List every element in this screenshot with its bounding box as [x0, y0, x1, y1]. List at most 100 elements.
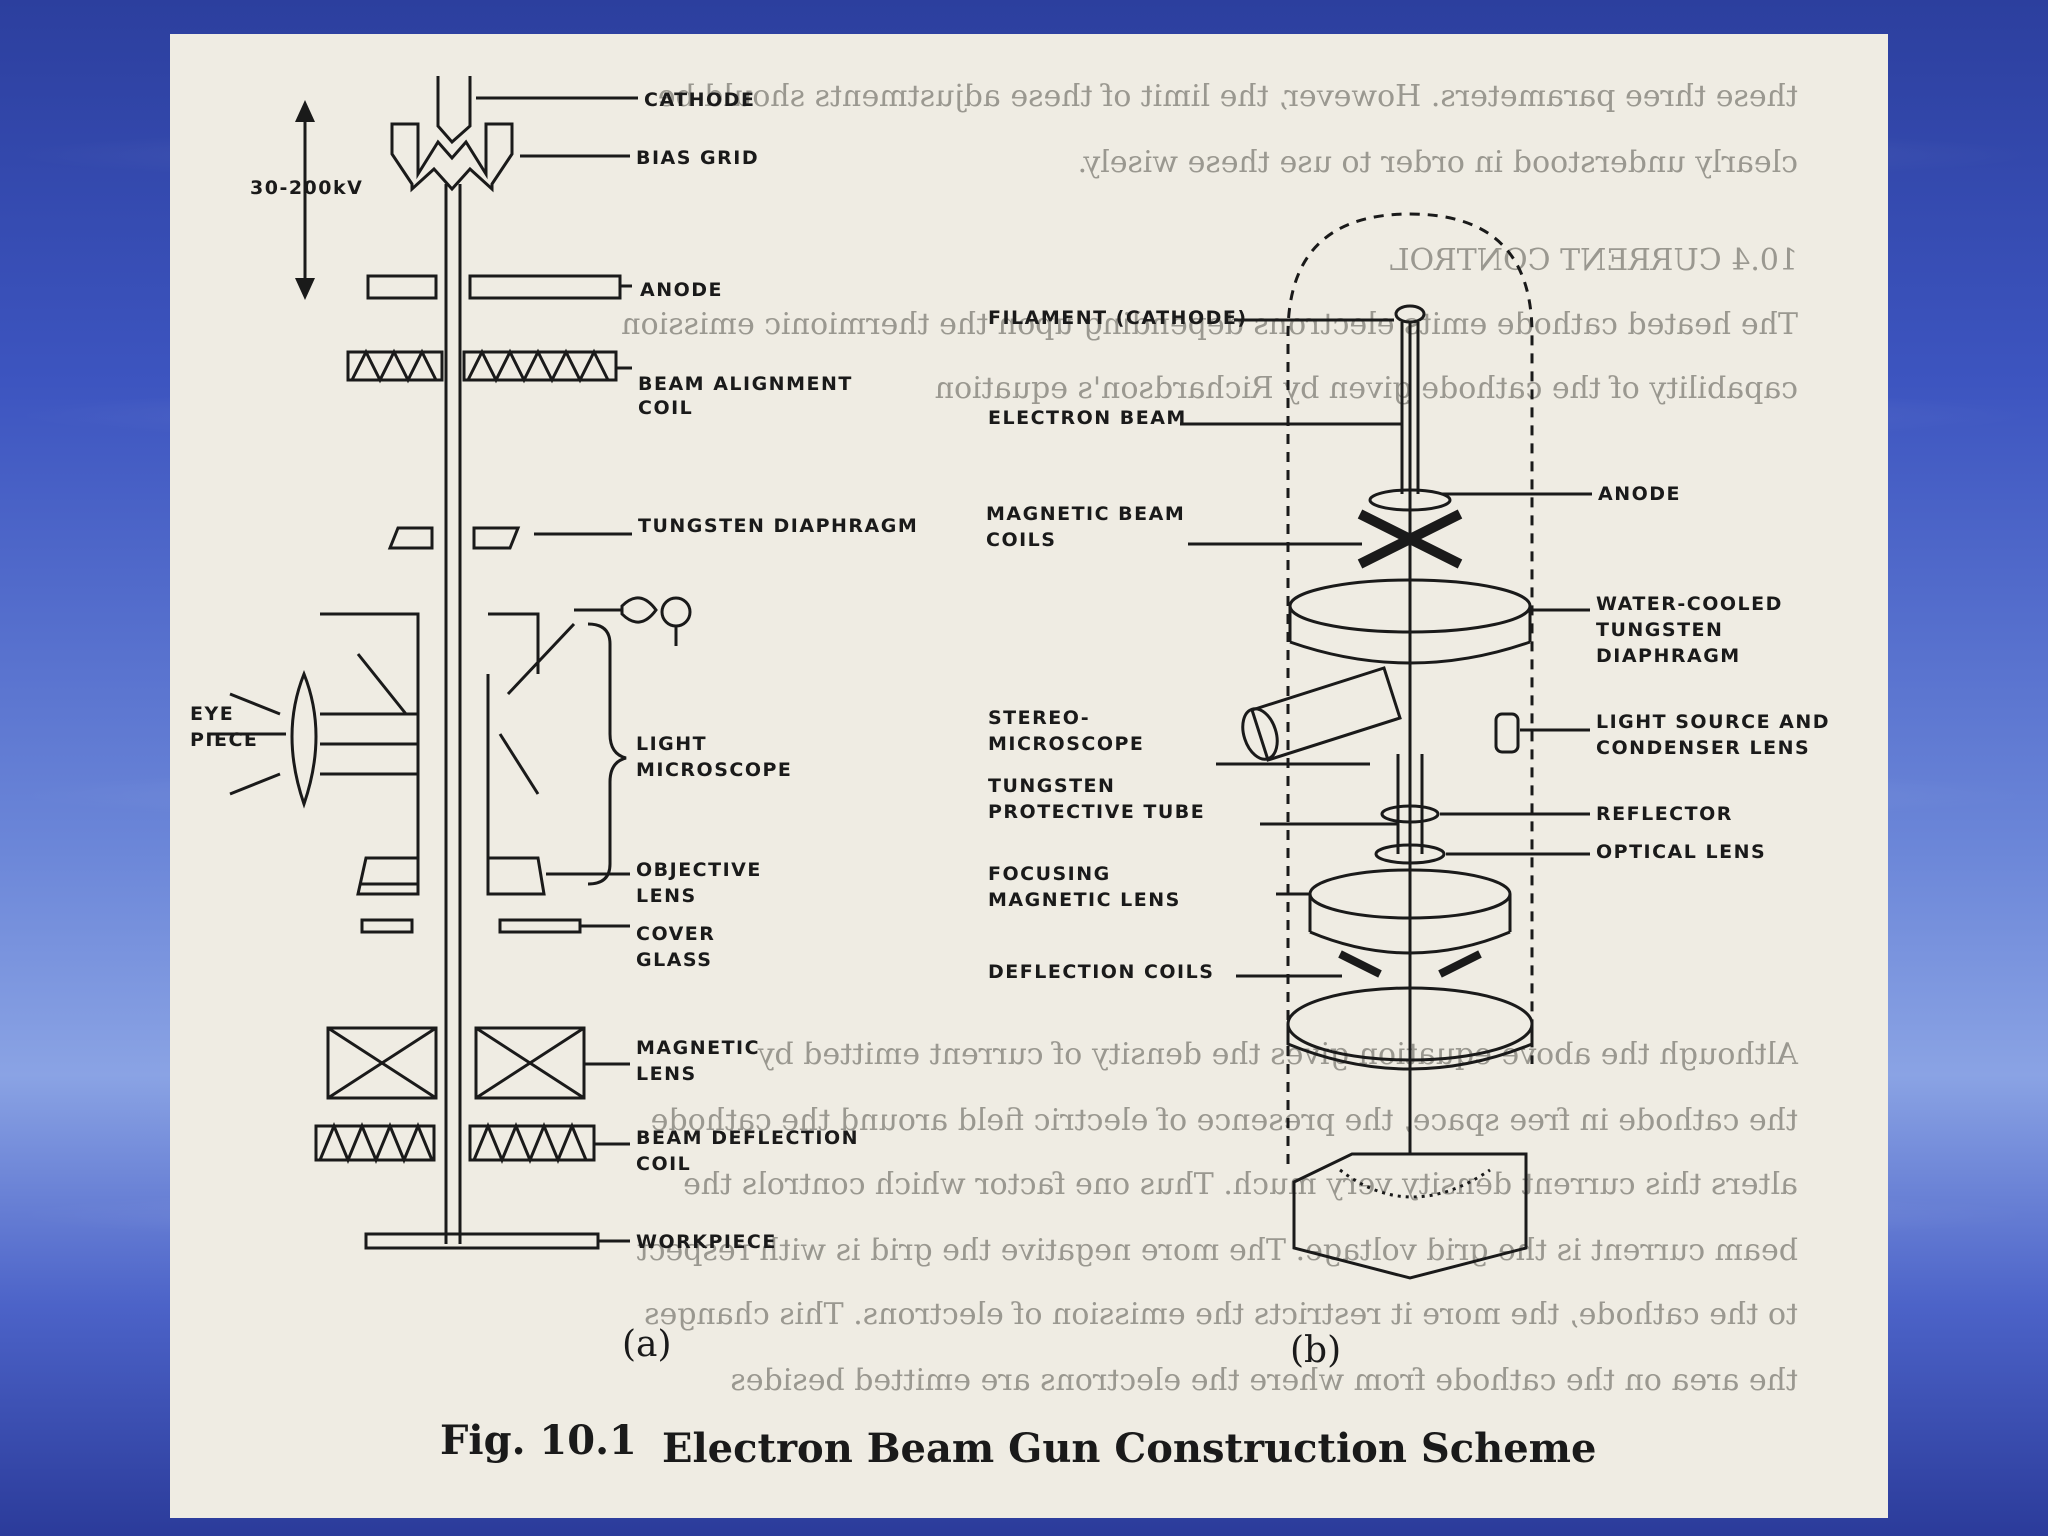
stereo-microscope-label-1: STEREO- [988, 707, 1090, 729]
light-path-upper [506, 622, 576, 696]
deflection-coil-left-winding [318, 1122, 434, 1164]
bleed-line-3: 10.4 CURRENT CONTROL [1390, 243, 1798, 278]
anode-label-b: ANODE [1598, 483, 1681, 505]
stereo-microscope-label-2: MICROSCOPE [988, 733, 1144, 755]
beam-deflection-label-2: COIL [636, 1153, 691, 1175]
tungsten-diaphragm-label: TUNGSTEN DIAPHRAGM [638, 515, 918, 537]
caption-title: Electron Beam Gun Construction Scheme [662, 1425, 1596, 1472]
eyepiece-lens [290, 669, 318, 809]
bleed-line-2: clearly understood in order to use these… [1078, 145, 1798, 180]
focusing-lens-label-1: FOCUSING [988, 863, 1111, 885]
condenser-lens [620, 596, 658, 624]
panel-a-label: (a) [622, 1324, 672, 1365]
figure-panel: these three parameters. However, the lim… [170, 34, 1888, 1518]
light-microscope-label-1: LIGHT [636, 733, 707, 755]
tungsten-diaphragm-left [387, 526, 434, 550]
caption-number: Fig. 10.1 [440, 1417, 637, 1464]
bleed-line-5: capability of the cathode given by Richa… [935, 371, 1798, 406]
cover-glass-label-1: COVER [636, 923, 715, 945]
cover-glass-left [360, 918, 414, 934]
panel-a-leaders [210, 96, 638, 1243]
beam-alignment-label-2: COIL [638, 397, 693, 419]
stereo-microscope-tube [1250, 666, 1402, 762]
eye-piece-label-2: PIECE [190, 729, 258, 751]
magnetic-lens-left [326, 1026, 438, 1100]
workpiece-label: WORKPIECE [636, 1231, 777, 1253]
bleed-line-9: beam current is the grid voltage. The mo… [637, 1233, 1798, 1268]
magnetic-lens-label-1: MAGNETIC [636, 1037, 760, 1059]
alignment-coil-right-winding [466, 348, 610, 384]
light-source-label-1: LIGHT SOURCE AND [1596, 711, 1830, 733]
beam-coils-bar-2 [1357, 509, 1463, 569]
bias-grid-shape [390, 122, 514, 193]
water-cooled-label-1: WATER-COOLED [1596, 593, 1783, 615]
bleed-line-4: The heated cathode emits electrons depen… [621, 307, 1798, 342]
anode-plate-right [468, 274, 622, 300]
objective-lens-right [486, 856, 546, 896]
magnetic-lens-label-2: LENS [636, 1063, 697, 1085]
light-microscope-label-2: MICROSCOPE [636, 759, 792, 781]
focusing-lens-label-2: MAGNETIC LENS [988, 889, 1181, 911]
electron-beam-label: ELECTRON BEAM [988, 407, 1187, 429]
anode-label: ANODE [640, 279, 723, 301]
light-source-label-2: CONDENSER LENS [1596, 737, 1810, 759]
beam-deflection-label-1: BEAM DEFLECTION [636, 1127, 859, 1149]
reflector-left [356, 653, 408, 715]
bleed-line-8: alters this current density very much. T… [683, 1167, 1798, 1202]
deflection-coils-label: DEFLECTION COILS [988, 961, 1214, 983]
deflection-coil-right-winding [472, 1122, 588, 1164]
light-source-bulb [660, 596, 692, 628]
bleed-through-text: these three parameters. However, the lim… [621, 79, 1799, 1398]
optical-lens-label: OPTICAL LENS [1596, 841, 1766, 863]
bleed-line-6: Although the above equation gives the de… [757, 1037, 1799, 1072]
bleed-line-11: the area on the cathode from where the e… [730, 1363, 1798, 1398]
alignment-coil-left-winding [350, 348, 438, 384]
anode-plate-left [366, 274, 438, 300]
microscope-right-tube [488, 612, 540, 674]
panel-b-leaders [1180, 318, 1592, 978]
magnetic-beam-coils-label-2: COILS [986, 529, 1056, 551]
objective-lens-label-1: OBJECTIVE [636, 859, 762, 881]
microscope-left-tube [320, 612, 420, 886]
beam-alignment-label-1: BEAM ALIGNMENT [638, 373, 853, 395]
alignment-coil-right [462, 350, 618, 382]
cover-glass-label-2: GLASS [636, 949, 712, 971]
bleed-line-1: these three parameters. However, the lim… [658, 79, 1798, 114]
tungsten-diaphragm-right [472, 526, 521, 550]
tungsten-tube-label-1: TUNGSTEN [988, 775, 1115, 797]
stereo-microscope-eyepiece [1241, 707, 1279, 761]
light-microscope-brace [587, 622, 627, 886]
reflector-disc [1380, 804, 1440, 824]
workpiece-plate [364, 1232, 600, 1250]
diaphragm-bottom [1289, 640, 1531, 665]
light-source-housing [1494, 712, 1520, 754]
focusing-lens-bottom [1309, 930, 1511, 955]
panel-a-labels: 30-200kV CATHODE BIAS GRID ANODE BEAM AL… [190, 89, 918, 1253]
cover-glass-right [498, 918, 582, 934]
eye-piece-label-1: EYE [190, 703, 234, 725]
magnetic-lens-right-x2 [475, 1026, 585, 1100]
bleed-line-10: to the cathode, the more it restricts th… [644, 1297, 1798, 1332]
objective-lens-left [356, 856, 420, 896]
panel-b [1180, 212, 1592, 1280]
deflection-coil-bar-2 [1438, 950, 1482, 978]
bias-grid-label: BIAS GRID [636, 147, 759, 169]
reflector-label: REFLECTOR [1596, 803, 1733, 825]
tungsten-tube-label-2: PROTECTIVE TUBE [988, 801, 1205, 823]
cathode-shape [436, 76, 472, 145]
anode-disc [1368, 488, 1452, 512]
cathode-label: CATHODE [644, 89, 755, 111]
water-cooled-label-2: TUNGSTEN [1596, 619, 1723, 641]
chamber-base-rim [1286, 1024, 1534, 1071]
voltage-arrow-head-top [295, 100, 315, 122]
magnetic-lens-left-x2 [327, 1026, 437, 1100]
panel-b-labels: FILAMENT (CATHODE) ELECTRON BEAM MAGNETI… [986, 307, 1830, 983]
filament-label: FILAMENT (CATHODE) [988, 307, 1248, 329]
panel-b-label: (b) [1290, 1330, 1341, 1371]
magnetic-beam-coils-label-1: MAGNETIC BEAM [986, 503, 1185, 525]
eye-ray-upper [229, 692, 281, 716]
eye-ray-lower [229, 772, 281, 796]
electron-beam-gun-diagram: these three parameters. However, the lim… [190, 76, 1830, 1472]
bleed-line-7: the cathode in free space, the presence … [651, 1103, 1798, 1138]
voltage-label: 30-200kV [250, 177, 363, 199]
